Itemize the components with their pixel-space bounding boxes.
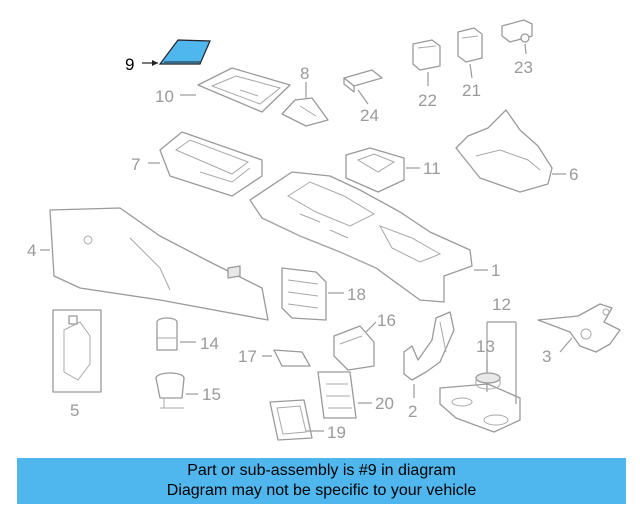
part-9-highlighted[interactable] bbox=[158, 39, 211, 65]
callout-20: 20 bbox=[375, 394, 394, 413]
callout-24: 24 bbox=[360, 106, 379, 125]
callout-9: 9 bbox=[125, 55, 134, 74]
part-7[interactable] bbox=[159, 131, 263, 197]
banner-line-1: Part or sub-assembly is #9 in diagram bbox=[187, 462, 456, 479]
callout-13: 13 bbox=[476, 337, 495, 356]
part-10[interactable] bbox=[197, 67, 291, 113]
callout-5: 5 bbox=[70, 401, 79, 420]
callout-11: 11 bbox=[423, 159, 441, 178]
part-24[interactable] bbox=[343, 69, 383, 93]
callout-22: 22 bbox=[418, 91, 437, 110]
callout-3: 3 bbox=[542, 347, 551, 366]
part-19[interactable] bbox=[269, 399, 313, 441]
part-15[interactable] bbox=[155, 372, 185, 409]
callout-14: 14 bbox=[200, 334, 219, 353]
part-1[interactable] bbox=[249, 171, 473, 303]
callout-12: 12 bbox=[492, 295, 511, 314]
part-2[interactable] bbox=[403, 311, 455, 381]
part-3[interactable] bbox=[537, 303, 621, 353]
callout-23: 23 bbox=[514, 58, 533, 77]
part-14[interactable] bbox=[156, 317, 178, 351]
callout-10: 10 bbox=[155, 87, 174, 106]
part-13[interactable] bbox=[475, 372, 501, 390]
callout-7: 7 bbox=[131, 155, 140, 174]
callout-16: 16 bbox=[377, 311, 396, 330]
part-8[interactable] bbox=[281, 97, 329, 127]
part-23[interactable] bbox=[501, 19, 533, 43]
callout-15: 15 bbox=[202, 385, 221, 404]
part-16[interactable] bbox=[333, 325, 375, 371]
part-11[interactable] bbox=[345, 147, 405, 193]
parts-diagram: 9 10 8 24 22 21 23 bbox=[27, 19, 621, 442]
part-4[interactable] bbox=[49, 207, 269, 321]
banner-line-2: Diagram may not be specific to your vehi… bbox=[166, 482, 477, 499]
callout-19: 19 bbox=[327, 423, 346, 442]
callout-6: 6 bbox=[569, 165, 578, 184]
callout-21: 21 bbox=[462, 81, 481, 100]
part-6[interactable] bbox=[455, 109, 553, 193]
callout-4: 4 bbox=[27, 241, 36, 260]
callout-17: 17 bbox=[238, 347, 257, 366]
part-20[interactable] bbox=[317, 371, 357, 419]
info-banner: Part or sub-assembly is #9 in diagram Di… bbox=[17, 458, 626, 504]
part-22[interactable] bbox=[412, 39, 441, 71]
part-17[interactable] bbox=[273, 349, 311, 367]
callout-1: 1 bbox=[491, 261, 500, 280]
part-18[interactable] bbox=[281, 267, 327, 321]
callout-8: 8 bbox=[300, 64, 309, 83]
part-12[interactable] bbox=[439, 383, 521, 433]
part-21[interactable] bbox=[457, 27, 483, 63]
part-5[interactable] bbox=[52, 309, 102, 393]
callout-18: 18 bbox=[347, 285, 366, 304]
callout-2: 2 bbox=[408, 402, 417, 421]
